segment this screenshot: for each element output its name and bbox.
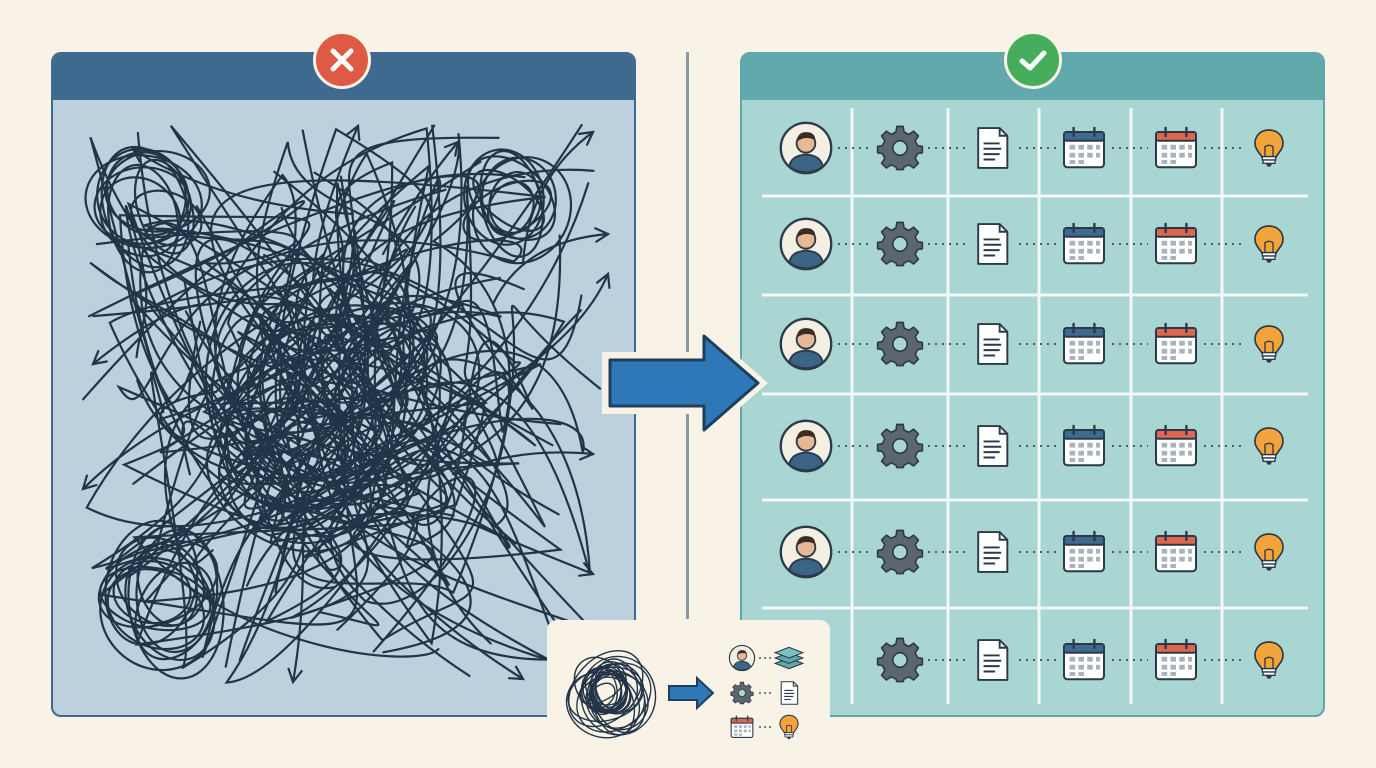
layers-icon <box>773 642 805 674</box>
calendar-blue-icon <box>1060 124 1108 172</box>
summary-inset <box>547 620 830 755</box>
gear-icon <box>876 636 924 684</box>
calendar-red-icon <box>1152 124 1200 172</box>
gear-icon <box>876 220 924 268</box>
lightbulb-icon <box>1249 426 1289 466</box>
calendar-blue-icon <box>1060 422 1108 470</box>
before-panel <box>51 52 636 717</box>
after-panel <box>740 52 1325 717</box>
tangled-lines-illustration <box>81 123 611 685</box>
calendar-red-icon <box>729 714 755 740</box>
gear-icon <box>876 528 924 576</box>
lightbulb-icon <box>1249 128 1289 168</box>
x-mark-icon <box>313 31 371 89</box>
lightbulb-icon <box>1249 640 1289 680</box>
lightbulb-icon <box>1249 324 1289 364</box>
center-divider <box>686 52 689 619</box>
user-avatar-icon <box>778 216 834 272</box>
document-icon <box>969 423 1015 469</box>
grid-lines <box>762 108 1308 704</box>
calendar-blue-icon <box>1060 636 1108 684</box>
gear-icon <box>876 124 924 172</box>
calendar-blue-icon <box>1060 220 1108 268</box>
user-avatar-icon <box>778 418 834 474</box>
lightbulb-icon <box>776 714 802 740</box>
calendar-blue-icon <box>1060 320 1108 368</box>
user-avatar-icon <box>778 316 834 372</box>
calendar-blue-icon <box>1060 528 1108 576</box>
document-icon <box>969 321 1015 367</box>
gear-icon <box>730 681 754 705</box>
arrow-right-icon <box>668 675 715 711</box>
calendar-red-icon <box>1152 320 1200 368</box>
gear-icon <box>876 422 924 470</box>
document-icon <box>969 529 1015 575</box>
calendar-red-icon <box>1152 422 1200 470</box>
user-avatar-icon <box>778 524 834 580</box>
calendar-red-icon <box>1152 528 1200 576</box>
check-mark-icon <box>1004 31 1062 89</box>
document-icon <box>776 680 802 706</box>
calendar-red-icon <box>1152 636 1200 684</box>
user-avatar-icon <box>728 644 756 672</box>
document-icon <box>969 637 1015 683</box>
arrow-right-icon <box>602 320 768 446</box>
lightbulb-icon <box>1249 532 1289 572</box>
calendar-red-icon <box>1152 220 1200 268</box>
gear-icon <box>876 320 924 368</box>
user-avatar-icon <box>778 120 834 176</box>
document-icon <box>969 125 1015 171</box>
lightbulb-icon <box>1249 224 1289 264</box>
document-icon <box>969 221 1015 267</box>
tangled-lines-icon <box>565 649 773 739</box>
